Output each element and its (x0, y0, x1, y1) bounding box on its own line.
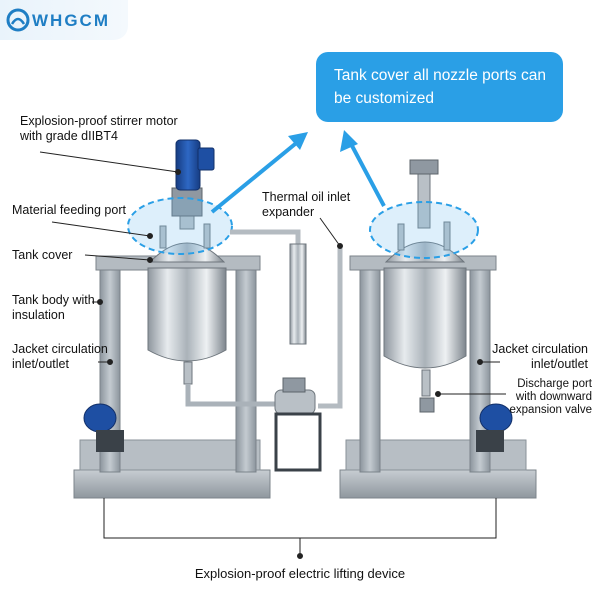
callout-box: Tank cover all nozzle ports can be custo… (316, 52, 563, 122)
label-material-feeding: Material feeding port (12, 203, 126, 217)
callout-text: Tank cover all nozzle ports can be custo… (334, 67, 546, 107)
leader-lines (39, 151, 506, 559)
middle-piping (230, 229, 343, 472)
label-jacket-left: Jacket circulation inlet/outlet (12, 342, 108, 371)
label-tank-body: Tank body with insulation (12, 293, 95, 322)
brand-name: WHGCM (32, 11, 110, 30)
right-reactor (339, 159, 537, 499)
logo-mark-icon (6, 8, 30, 32)
label-lifting-device: Explosion-proof electric lifting device (194, 566, 406, 581)
label-tank-cover: Tank cover (12, 248, 73, 262)
brand-logo: WHGCM (0, 0, 128, 40)
arrow-right-icon (340, 130, 386, 207)
label-jacket-right: Jacket circulation inlet/outlet (492, 342, 588, 371)
left-reactor (73, 139, 286, 499)
label-thermal-oil: Thermal oil inlet expander (262, 190, 351, 219)
arrow-left-icon (210, 132, 308, 214)
label-stirrer-motor: Explosion-proof stirrer motor with grade… (20, 114, 178, 143)
label-discharge-port: Discharge port with downward expansion v… (509, 378, 592, 416)
